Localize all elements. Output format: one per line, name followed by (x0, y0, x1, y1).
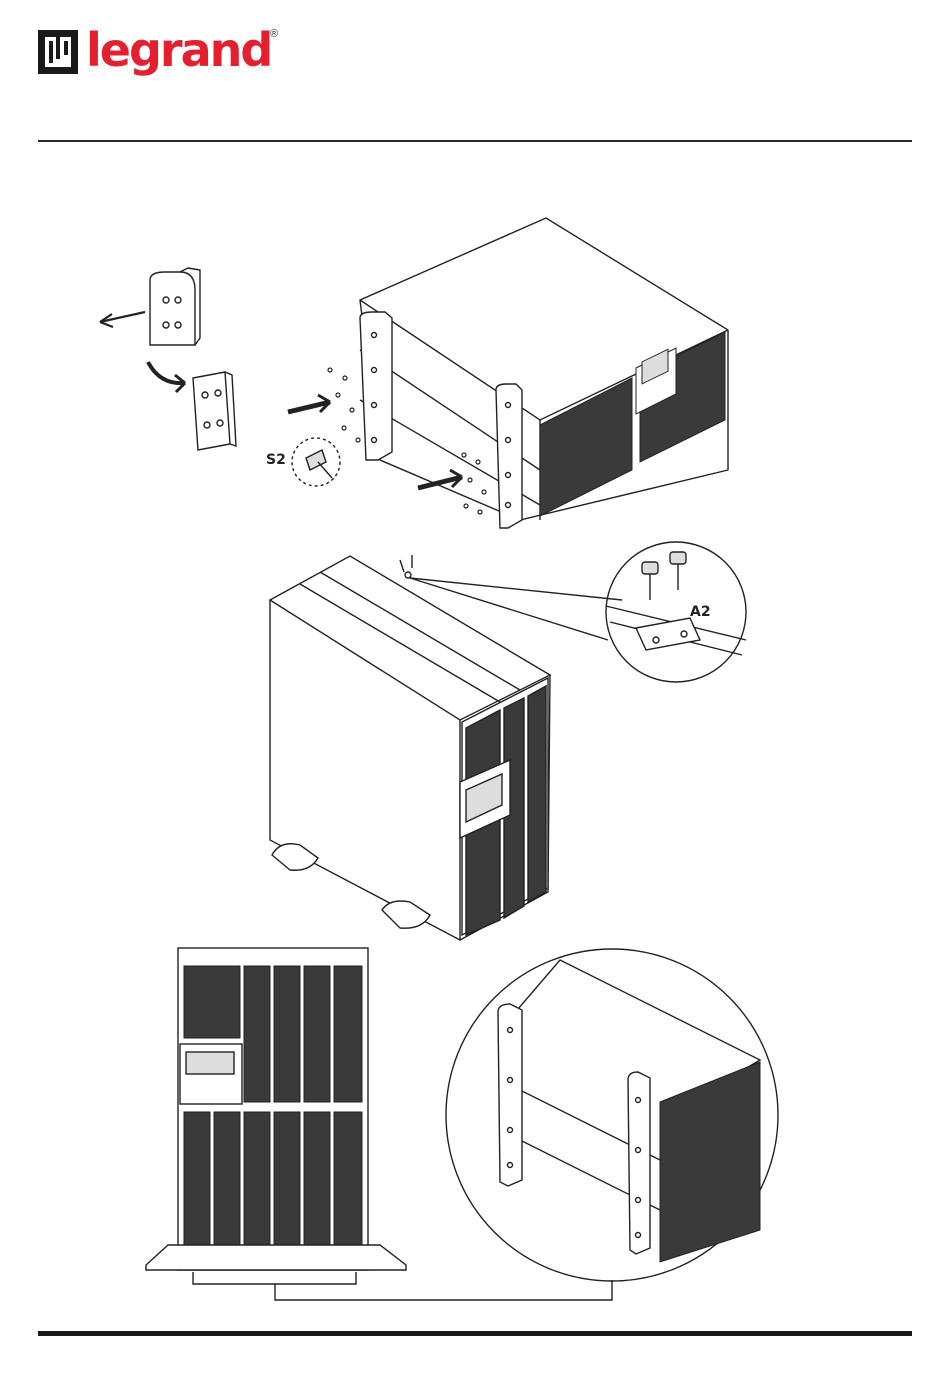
footer-divider (38, 1331, 912, 1336)
step3-rack-front-illustration (0, 0, 950, 1310)
